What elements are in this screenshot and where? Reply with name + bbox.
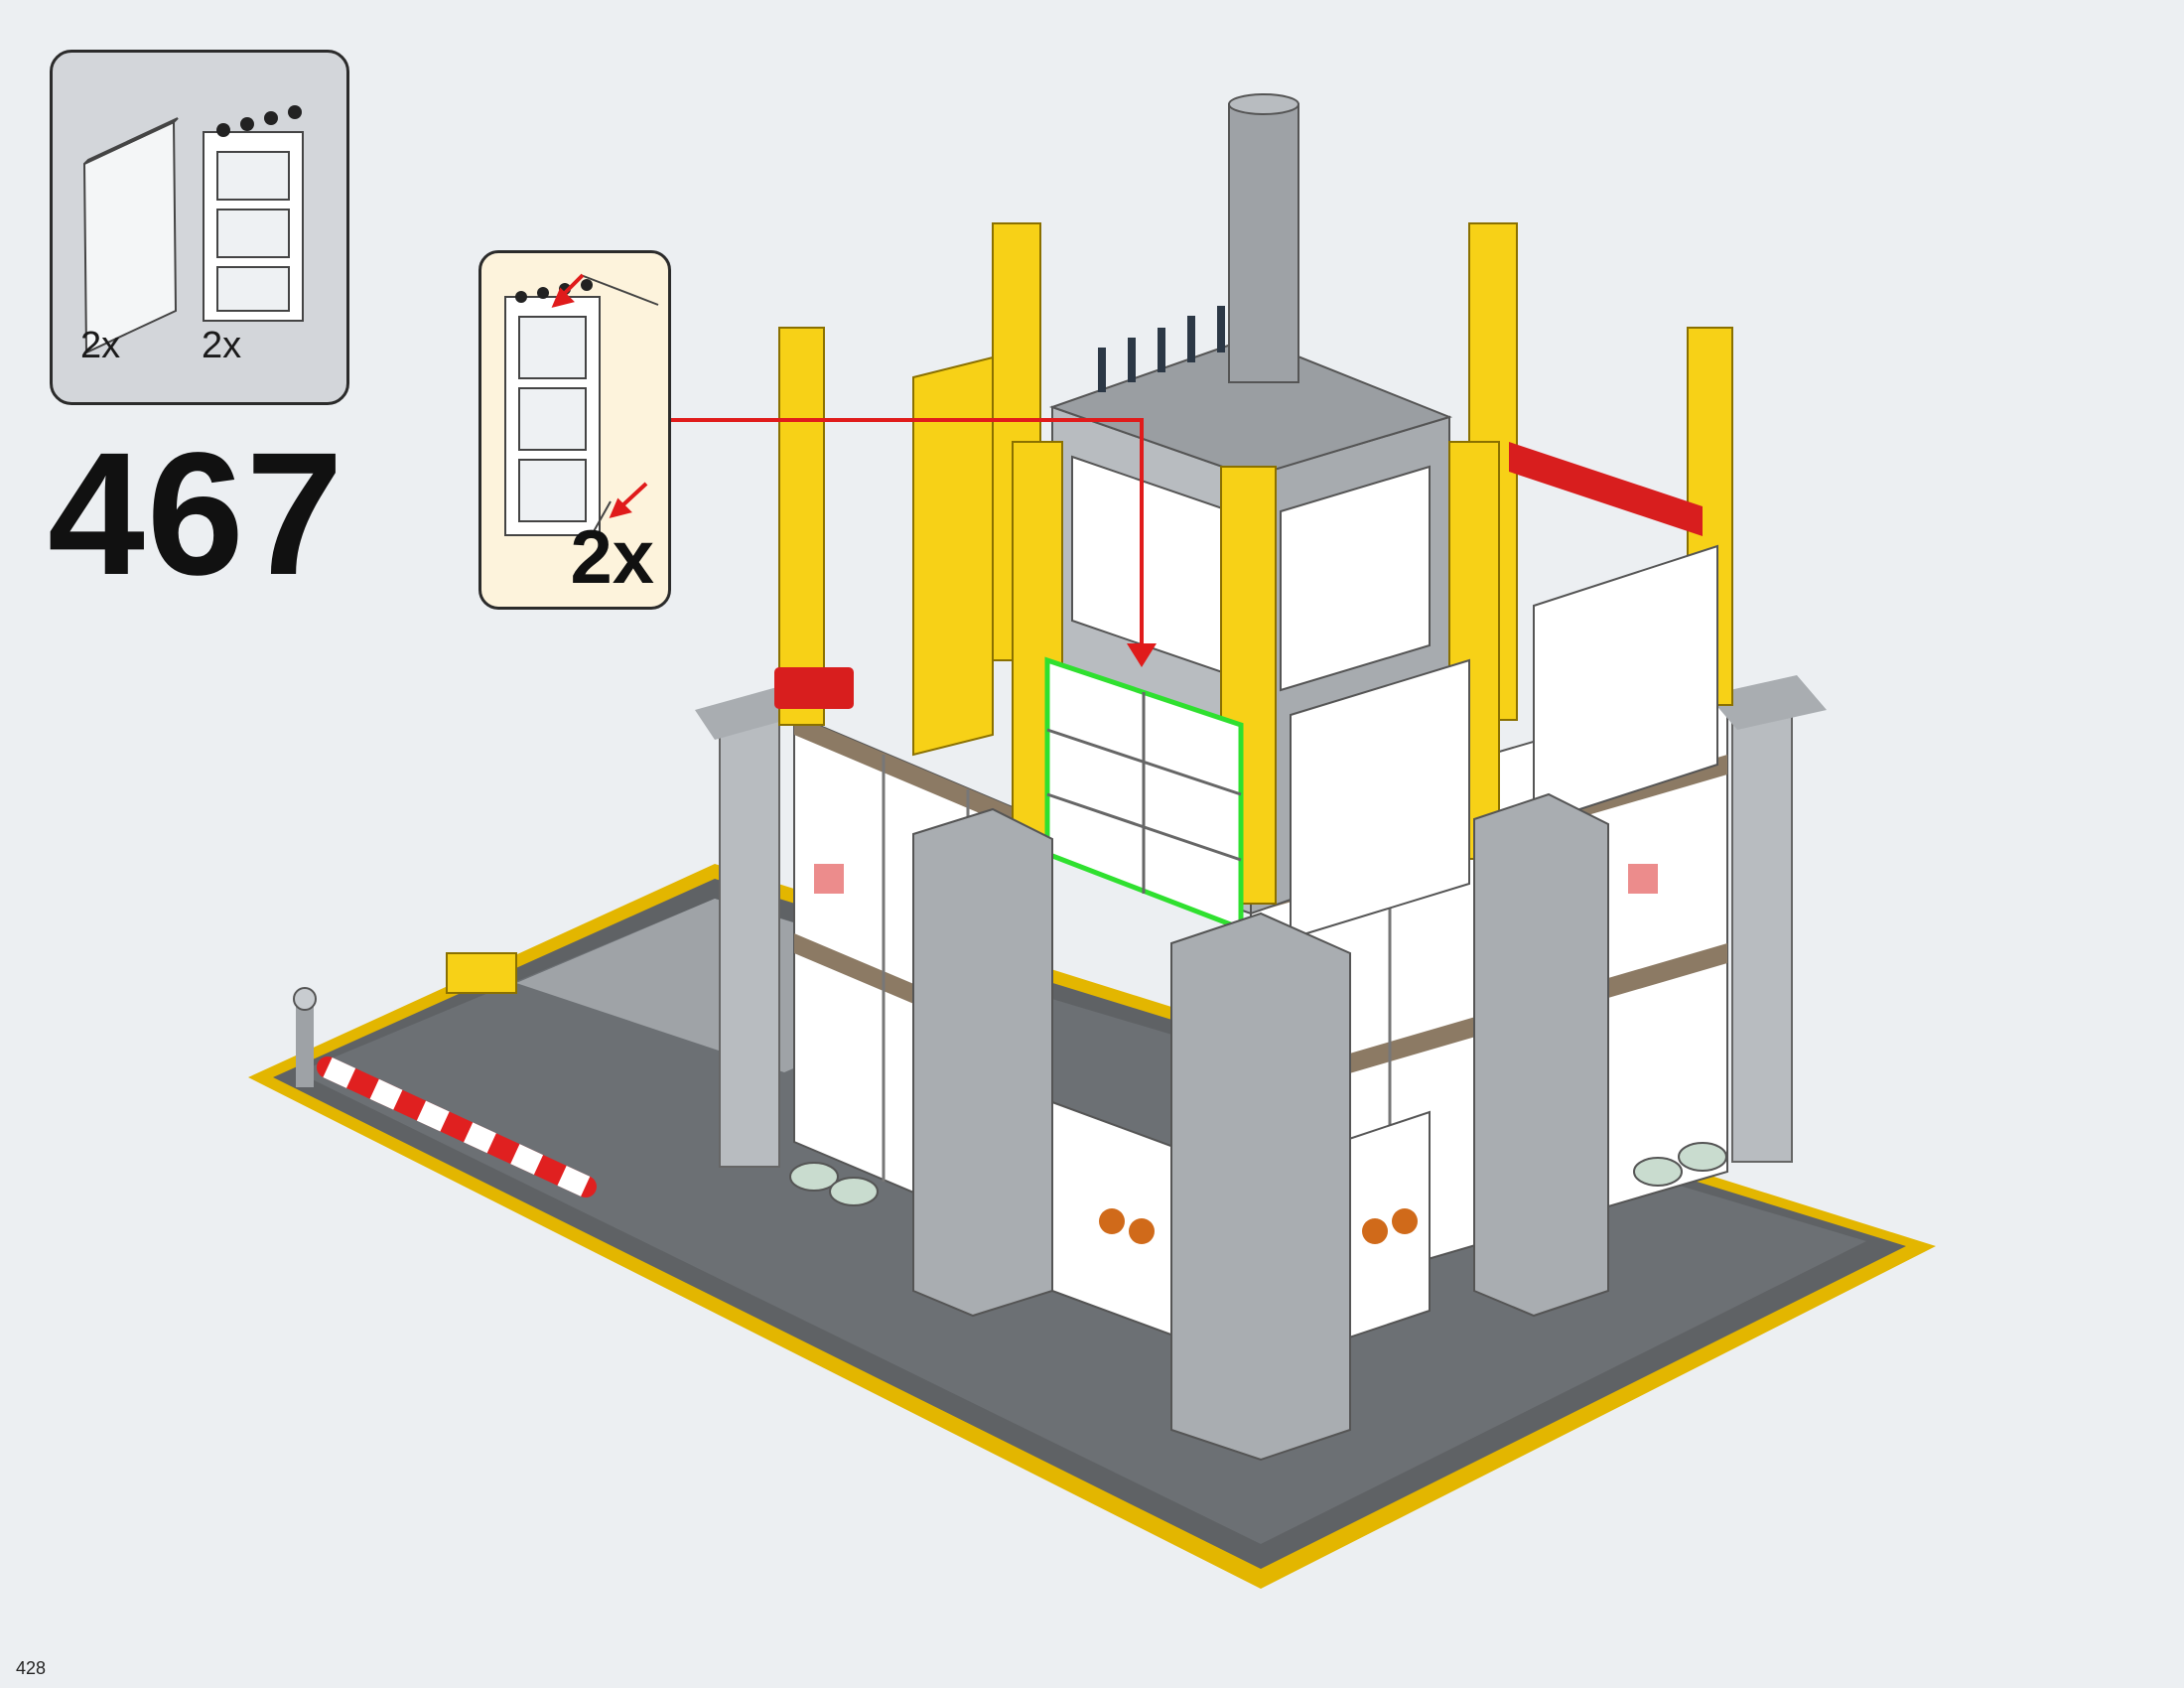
right-pillar: [1707, 675, 1827, 1163]
subassembly-callout: 2x: [478, 250, 671, 610]
corner-entrance: [912, 792, 1609, 1462]
left-pillar: [695, 685, 804, 1168]
upper-right-window: [1290, 544, 1718, 940]
glass-pane-icon: [82, 117, 179, 354]
callout-art: [504, 273, 659, 536]
page-number: 428: [16, 1658, 47, 1678]
parts-list-art: [82, 105, 304, 354]
callout-multiplier: 2x: [570, 515, 654, 600]
part-count-glass-pane: 2x: [80, 325, 121, 366]
window-assembly-icon: [504, 274, 659, 536]
red-beam: [774, 442, 1703, 709]
planters: [789, 1142, 1727, 1206]
step-number: 467: [48, 417, 345, 612]
barrier-gate: [293, 987, 597, 1197]
part-count-window-frame: 2x: [202, 325, 242, 366]
yellow-brick: [446, 952, 517, 994]
callout-leader-arrow: [671, 418, 1157, 667]
insert-arrow-icon: [551, 273, 648, 518]
parts-list-panel: 2x 2x: [50, 50, 349, 405]
window-frame-icon: [203, 105, 304, 322]
